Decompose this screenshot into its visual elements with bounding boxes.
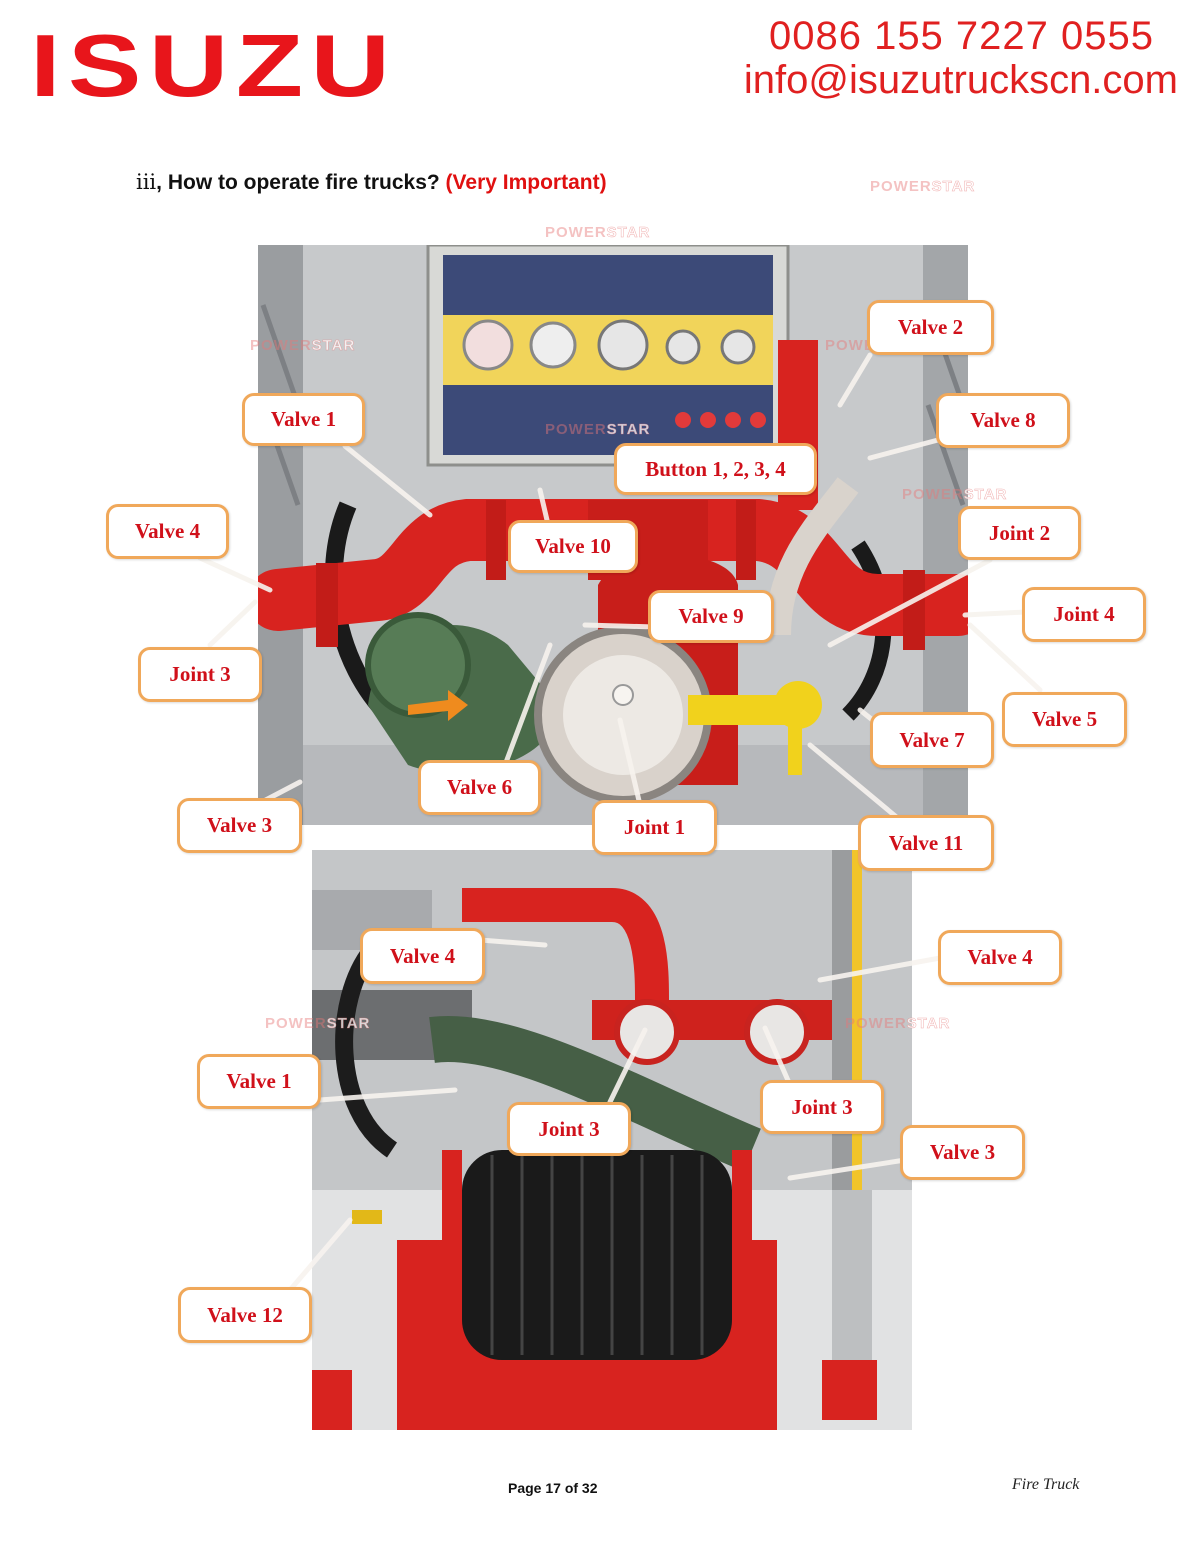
contact-email: info@isuzutruckscn.com bbox=[743, 58, 1178, 102]
callout-bottom: Joint 3 bbox=[760, 1080, 884, 1134]
callout-top: Valve 7 bbox=[870, 712, 994, 768]
callout-top: Valve 2 bbox=[867, 300, 994, 355]
callout-bottom: Valve 4 bbox=[360, 928, 485, 984]
watermark: POWERSTAR bbox=[265, 1015, 371, 1033]
heading-text: , How to operate fire trucks? bbox=[156, 171, 446, 194]
watermark: POWERSTAR bbox=[845, 1015, 951, 1033]
callout-top: Button 1, 2, 3, 4 bbox=[614, 443, 817, 495]
document-title: Fire Truck bbox=[1012, 1476, 1080, 1493]
callout-top: Valve 1 bbox=[242, 393, 365, 446]
watermark: POWERSTAR bbox=[870, 178, 976, 196]
watermark: POWERSTAR bbox=[545, 421, 651, 439]
callout-top: Joint 2 bbox=[958, 506, 1081, 560]
callout-top: Joint 4 bbox=[1022, 587, 1146, 642]
heading-emphasis: (Very Important) bbox=[445, 171, 607, 194]
contact-phone: 0086 155 7227 0555 bbox=[768, 14, 1154, 58]
section-number: iii bbox=[136, 170, 157, 194]
callout-top: Valve 5 bbox=[1002, 692, 1127, 747]
watermark: POWERSTAR bbox=[902, 486, 1008, 504]
callout-bottom: Valve 4 bbox=[938, 930, 1062, 985]
callout-top: Valve 6 bbox=[418, 760, 541, 815]
contact-info: 0086 155 7227 0555 info@isuzutruckscn.co… bbox=[744, 14, 1178, 102]
callout-bottom: Valve 3 bbox=[900, 1125, 1025, 1180]
callout-top: Joint 3 bbox=[138, 647, 262, 702]
callout-top: Valve 8 bbox=[936, 393, 1070, 448]
isuzu-logo: ISUZU bbox=[30, 16, 398, 115]
page-number: Page 17 of 32 bbox=[508, 1480, 598, 1496]
callout-bottom: Valve 1 bbox=[197, 1054, 321, 1109]
callout-bottom: Joint 3 bbox=[507, 1102, 631, 1156]
callout-top: Valve 3 bbox=[177, 798, 302, 853]
section-heading: iii, How to operate fire trucks? (Very I… bbox=[136, 170, 607, 195]
callout-top: Valve 4 bbox=[106, 504, 229, 559]
callout-bottom: Valve 12 bbox=[178, 1287, 312, 1343]
watermark: POWERSTAR bbox=[545, 224, 651, 242]
callout-top: Valve 9 bbox=[648, 590, 774, 643]
watermark: POWERSTAR bbox=[250, 337, 356, 355]
callout-top: Joint 1 bbox=[592, 800, 717, 855]
callout-top: Valve 10 bbox=[508, 520, 638, 573]
callout-top: Valve 11 bbox=[858, 815, 994, 871]
